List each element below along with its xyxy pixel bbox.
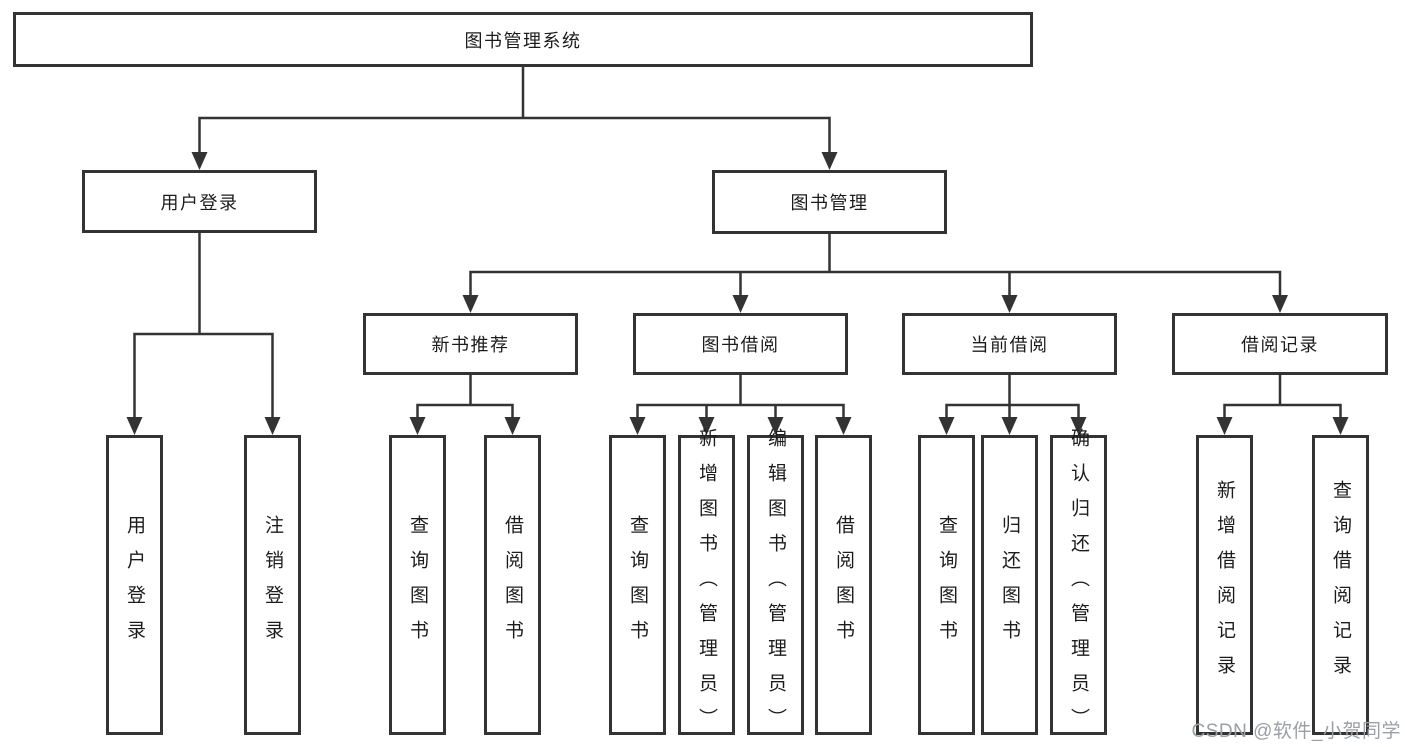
node-user-login: 用户登录 bbox=[82, 170, 317, 233]
node-label: 归还图书 bbox=[999, 515, 1020, 655]
node-label: 图书借阅 bbox=[701, 335, 780, 355]
leaf-logout: 注销登录 bbox=[244, 435, 301, 735]
node-label: 借阅图书 bbox=[833, 515, 854, 655]
node-label: 注销登录 bbox=[262, 515, 283, 655]
node-label: 查询图书 bbox=[627, 515, 648, 655]
node-label: 新书推荐 bbox=[431, 335, 510, 355]
node-borrowing-records: 借阅记录 bbox=[1172, 313, 1388, 375]
node-label: 查询借阅记录 bbox=[1330, 480, 1351, 690]
node-label: 图书管理系统 bbox=[464, 30, 582, 51]
leaf-add-book-admin: 新增图书（管理员） bbox=[678, 428, 735, 743]
leaf-query-books-borrowing: 查询图书 bbox=[609, 435, 666, 735]
leaf-query-borrow-record: 查询借阅记录 bbox=[1312, 435, 1369, 735]
node-label: 当前借阅 bbox=[970, 335, 1049, 355]
leaf-query-books-recommend: 查询图书 bbox=[389, 435, 446, 735]
node-label: 查询图书 bbox=[407, 515, 428, 655]
leaf-return-books: 归还图书 bbox=[981, 435, 1038, 735]
leaf-edit-book-admin: 编辑图书（管理员） bbox=[747, 428, 804, 743]
node-label: 用户登录 bbox=[124, 515, 145, 655]
node-label: 用户登录 bbox=[160, 192, 239, 213]
leaf-confirm-return-admin: 确认归还（管理员） bbox=[1050, 428, 1107, 743]
node-label: 借阅图书 bbox=[502, 515, 523, 655]
node-book-management: 图书管理 bbox=[712, 170, 947, 234]
node-label: 新增图书（管理员） bbox=[696, 427, 717, 743]
leaf-user-login: 用户登录 bbox=[106, 435, 163, 735]
csdn-watermark: CSDN @软件_小贺同学 bbox=[1191, 721, 1401, 742]
leaf-borrow-books-borrowing: 借阅图书 bbox=[815, 435, 872, 735]
node-label: 查询图书 bbox=[936, 515, 957, 655]
node-new-book-recommend: 新书推荐 bbox=[363, 313, 578, 375]
node-label: 借阅记录 bbox=[1241, 335, 1319, 355]
node-label: 新增借阅记录 bbox=[1214, 480, 1235, 690]
leaf-query-books-current: 查询图书 bbox=[918, 435, 975, 735]
leaf-add-borrow-record: 新增借阅记录 bbox=[1196, 435, 1253, 735]
node-label: 确认归还（管理员） bbox=[1068, 427, 1089, 743]
node-label: 编辑图书（管理员） bbox=[765, 427, 786, 743]
connector-lines bbox=[133, 67, 1342, 418]
arrowheads bbox=[126, 152, 1349, 435]
node-current-borrowing: 当前借阅 bbox=[902, 313, 1117, 375]
leaf-borrow-books-recommend: 借阅图书 bbox=[484, 435, 541, 735]
node-system-root: 图书管理系统 bbox=[13, 12, 1033, 67]
node-book-borrowing: 图书借阅 bbox=[633, 313, 848, 375]
node-label: 图书管理 bbox=[790, 193, 869, 213]
